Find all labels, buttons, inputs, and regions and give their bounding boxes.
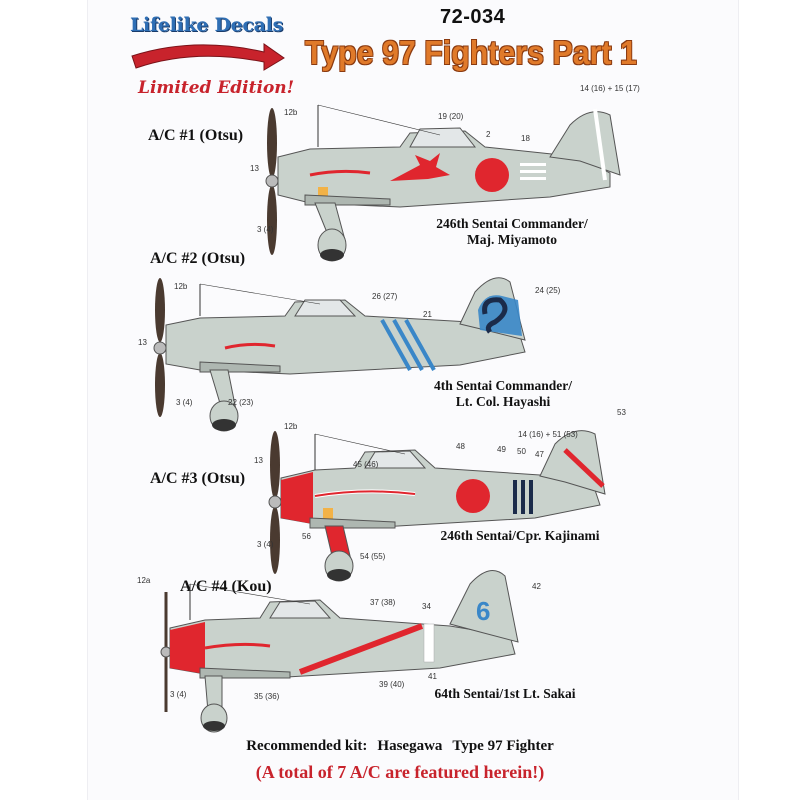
callout: 3 (4) [257,540,274,549]
callout: 54 (55) [360,552,386,561]
callout: 56 [302,532,311,541]
aircraft-4-caption: 64th Sentai/1st Lt. Sakai [434,686,576,701]
callout: 53 [617,408,626,417]
aircraft-2-illustration [153,277,526,432]
callout: 12a [137,576,151,585]
callout: 13 [254,456,263,465]
total-aircraft-note: (A total of 7 A/C are featured herein!) [255,762,545,782]
callout: 3 (4) [170,690,187,699]
logo-arrow-icon [131,43,285,71]
aircraft-1-illustration [265,104,621,262]
callout: 18 [521,134,530,143]
callout: 45 (46) [353,460,379,469]
callout: 2 [486,130,491,139]
callout: 3 (4) [176,398,193,407]
callout: 13 [250,164,259,173]
aircraft-2-caption: 4th Sentai Commander/ Lt. Col. Hayashi [434,378,572,409]
callout: 39 (40) [379,680,405,689]
callout: 41 [428,672,437,681]
aircraft-4-tail-number: 6 [476,596,490,626]
aircraft-2-label: A/C #2 (Otsu) [150,250,246,267]
catalog-number: 72-034 [440,6,506,28]
callout: 47 [535,450,544,459]
aircraft-3-caption: 246th Sentai/Cpr. Kajinami [440,528,600,543]
callout: 24 (25) [535,286,561,295]
callout: 14 (16) + 51 (53) [518,430,578,439]
aircraft-1-label: A/C #1 (Otsu) [148,127,244,144]
callout: 12b [284,422,298,431]
callout: 22 (23) [228,398,254,407]
aircraft-3-label: A/C #3 (Otsu) [150,470,246,487]
aircraft-4-illustration: 6 [160,570,519,733]
callout: 35 (36) [254,692,280,701]
page-title: Type 97 Fighters Part 1 [305,34,637,71]
aircraft-1-caption: 246th Sentai Commander/ Maj. Miyamoto [436,216,588,247]
callout: 48 [456,442,465,451]
callout: 21 [423,310,432,319]
callout: 3 (4) [257,225,274,234]
callout: 19 (20) [438,112,464,121]
callout: 12b [174,282,188,291]
callout: 13 [138,338,147,347]
callout: 34 [422,602,431,611]
limited-edition-label: Limited Edition! [138,78,295,98]
aircraft-4-label: A/C #4 (Kou) [180,578,272,595]
callout: 12b [284,108,298,117]
callout: 42 [532,582,541,591]
brand-logo: Lifelike Decals Limited Edition! [124,8,294,103]
callout: 14 (16) + 15 (17) [580,84,640,93]
callout: 49 [497,445,506,454]
aircraft-3-illustration [268,430,606,582]
callout: 50 [517,447,526,456]
brand-name: Lifelike Decals [130,14,284,36]
callout: 26 (27) [372,292,398,301]
callout: 37 (38) [370,598,396,607]
